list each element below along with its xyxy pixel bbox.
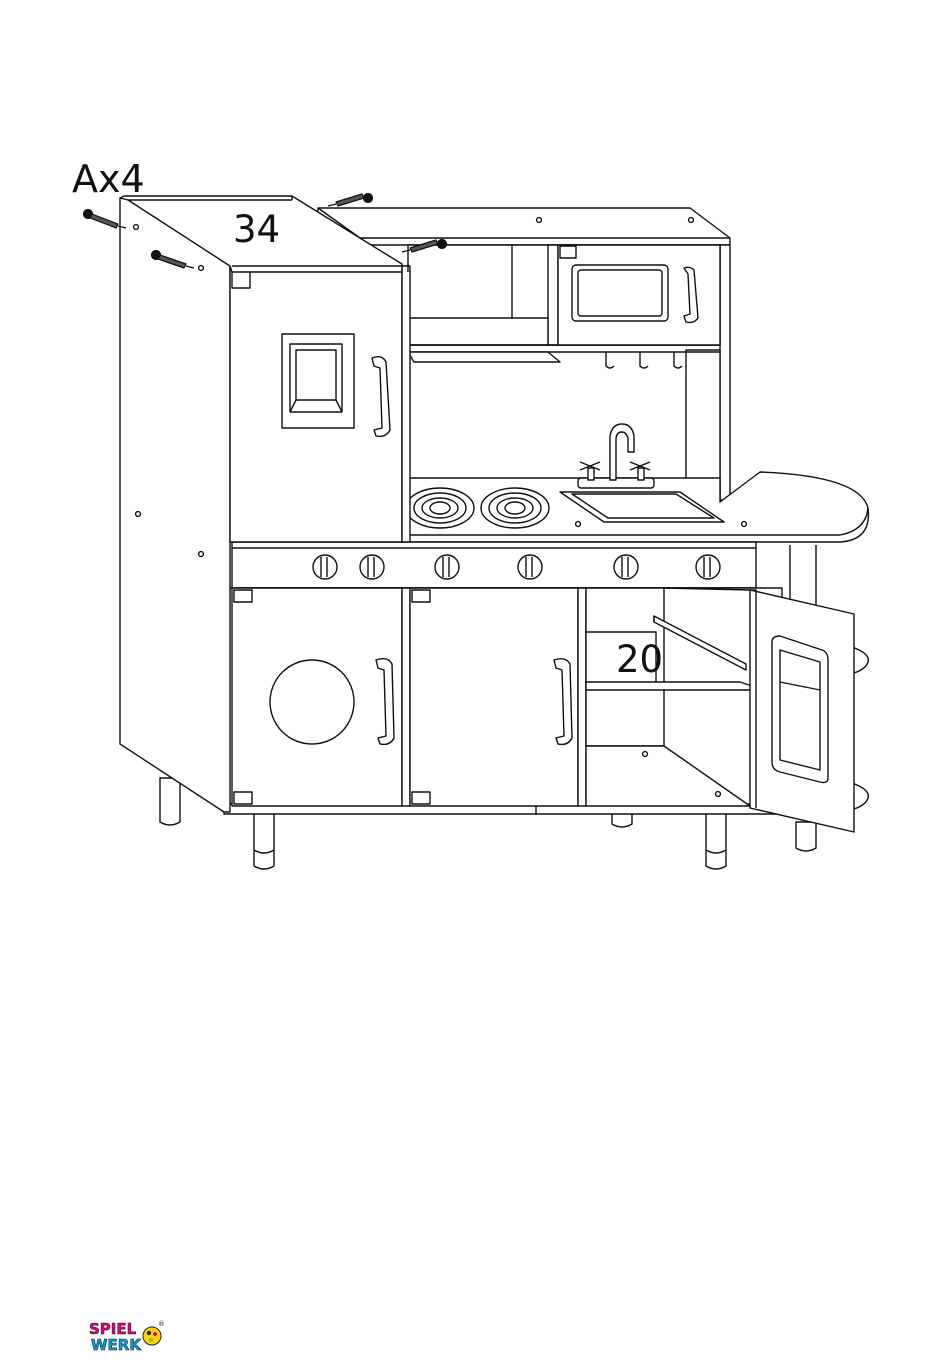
hole-top-right <box>689 218 694 223</box>
middle-cabinet-door <box>402 588 578 806</box>
part-number-20: 20 <box>616 641 663 678</box>
part-number-34: 34 <box>233 211 280 248</box>
left-side-panel <box>120 198 230 812</box>
leg-front-right <box>706 812 726 869</box>
leg-front-left <box>254 812 274 869</box>
logo-line2: WERK <box>91 1336 142 1354</box>
oven-door <box>750 590 854 832</box>
hutch-top-shelf <box>318 208 730 245</box>
washer-door <box>232 588 402 806</box>
range-hood <box>408 352 560 362</box>
logo-registered-mark: ® <box>158 1320 165 1328</box>
leg-rear-right <box>796 822 816 851</box>
faucet-icon <box>578 424 654 488</box>
screw-quantity-label: Ax4 <box>72 160 145 198</box>
knob-panel <box>232 542 756 588</box>
leg-rear-left <box>160 778 180 825</box>
utensil-hooks <box>606 352 682 368</box>
brand-logo: SPIEL WERK ® <box>88 1318 166 1358</box>
hole-top <box>537 218 542 223</box>
